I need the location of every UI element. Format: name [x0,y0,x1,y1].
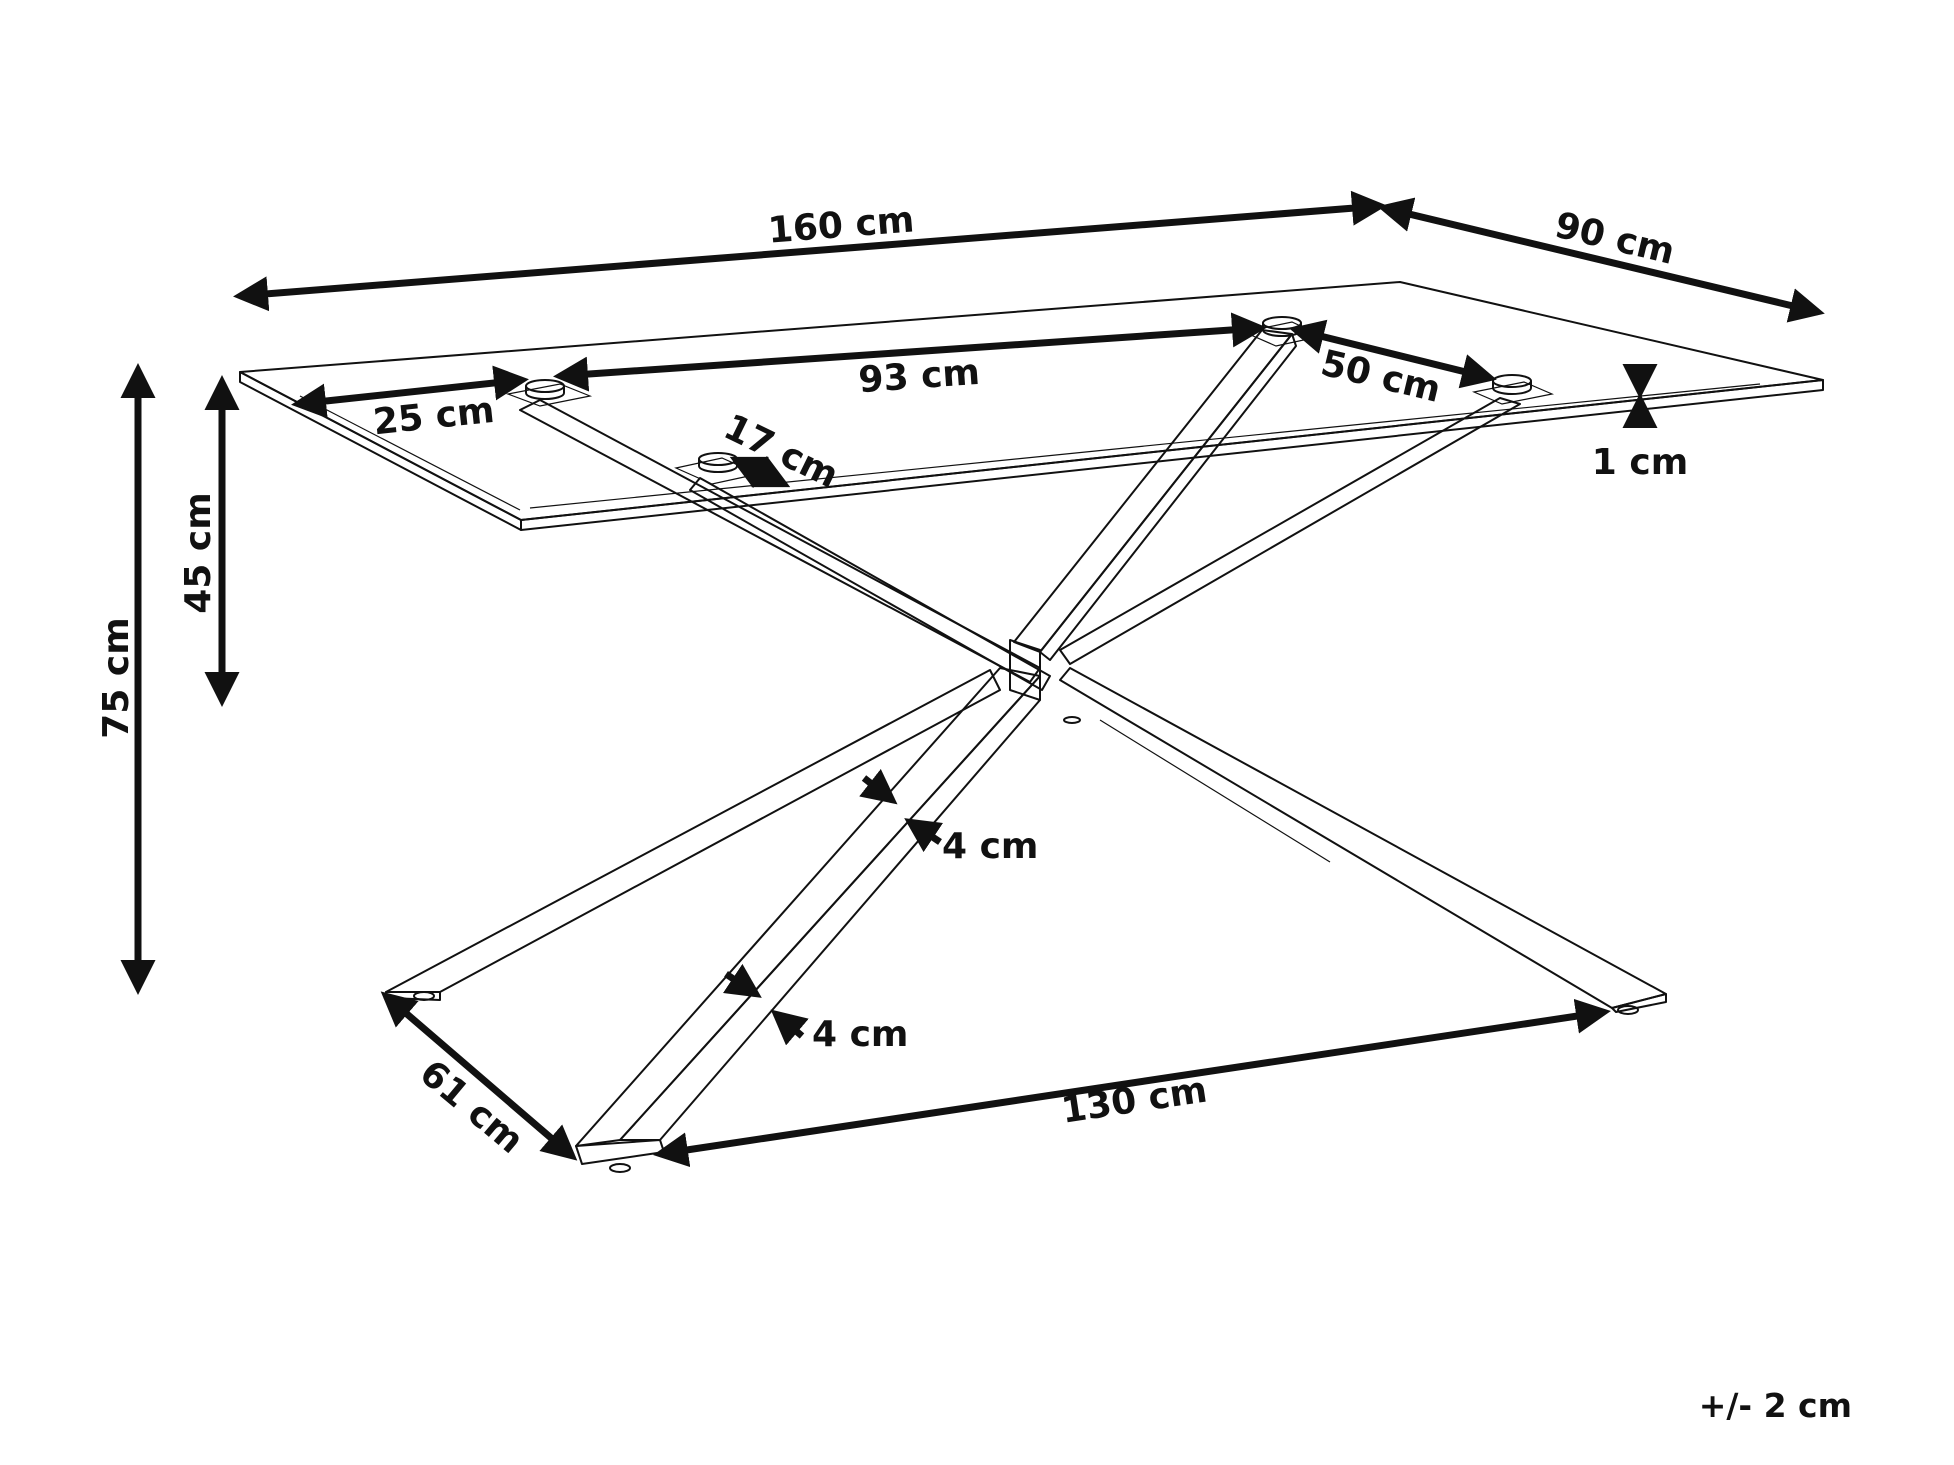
label-total-height: 75 cm [96,617,137,738]
label-leg-width-lower: 4 cm [812,1014,908,1055]
dim-line-foot-length [653,998,1611,1168]
label-foot-length: 130 cm [1059,1070,1210,1132]
label-pad-spacing-long: 93 cm [857,352,981,401]
dimension-lines [120,190,1825,1168]
dim-line-leg-upper-b [904,818,944,853]
label-base-height: 45 cm [178,492,219,613]
dim-line-foot-depth [380,991,578,1161]
dim-line-pad-spacing-short [1289,319,1497,389]
dim-line-top-width [1377,197,1825,323]
dim-line-leg-lower-a [722,963,762,998]
dim-line-top-length [233,190,1387,312]
dimension-labels: 160 cm 90 cm 75 cm 45 cm 25 cm 93 cm 50 … [96,199,1688,1162]
crossed-legs [385,329,1667,1173]
label-edge-to-pad: 25 cm [371,390,496,443]
label-leg-width-upper: 4 cm [942,826,1038,867]
dim-line-leg-lower-b [770,1009,809,1046]
tolerance-note: +/- 2 cm [1699,1386,1852,1425]
pad-front-left [505,379,593,407]
dim-line-pad-spacing-long [553,312,1267,392]
dim-line-edge-to-pad [291,365,529,419]
label-top-thickness: 1 cm [1592,442,1688,483]
dim-line-leg-upper-a [859,768,898,805]
dim-line-pad-size [729,455,791,489]
